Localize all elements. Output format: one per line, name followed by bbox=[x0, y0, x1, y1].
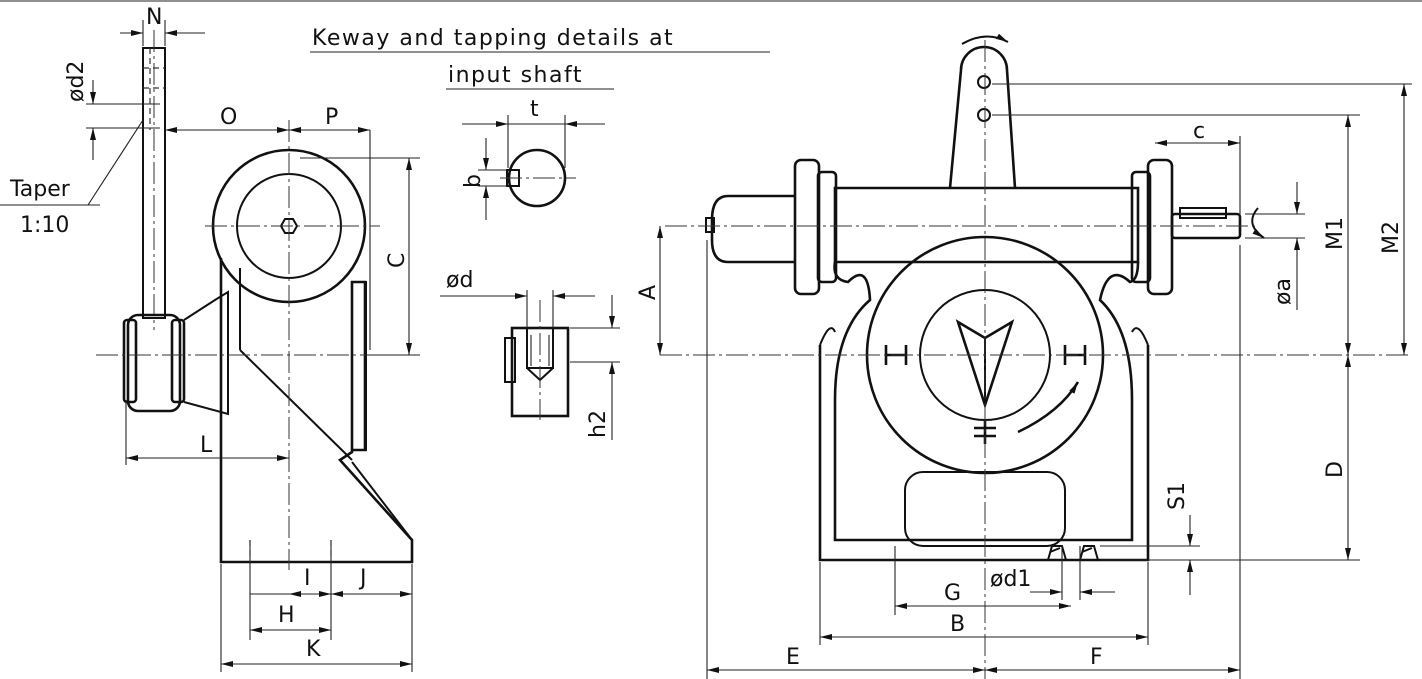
rotation-arrow-right bbox=[1251, 207, 1265, 239]
rotation-arrow-top bbox=[961, 33, 1009, 45]
dim-label-L: L bbox=[200, 433, 213, 458]
taper-label: Taper bbox=[9, 177, 71, 202]
dim-label-G: G bbox=[944, 581, 961, 606]
dim-label-A: A bbox=[636, 285, 661, 300]
dim-label-H: H bbox=[278, 603, 295, 628]
dim-label-M2: M2 bbox=[1379, 221, 1404, 254]
dim-label-E: E bbox=[786, 645, 800, 670]
dim-label-B: B bbox=[950, 612, 965, 637]
dim-label-a: øa bbox=[1271, 278, 1296, 305]
taper-shaft bbox=[142, 47, 166, 319]
shaft-hub bbox=[126, 313, 182, 413]
left-flange bbox=[793, 158, 821, 296]
front-housing-body bbox=[818, 345, 1150, 562]
dim-label-O: O bbox=[220, 105, 237, 130]
dim-label-M1: M1 bbox=[1323, 217, 1348, 250]
detail-title-line2: input shaft bbox=[448, 63, 583, 88]
dim-label-I: I bbox=[304, 566, 311, 591]
dim-label-h2: h2 bbox=[586, 410, 611, 438]
dim-label-F: F bbox=[1090, 645, 1103, 670]
side-view: N ød2 Taper 1:10 O P C L bbox=[0, 5, 420, 672]
rotation-arrow-wheel bbox=[1017, 381, 1080, 434]
keyway-detail: t b ød h2 bbox=[440, 97, 620, 440]
front-housing-top bbox=[833, 186, 1140, 264]
direction-symbol bbox=[955, 319, 1015, 410]
detail-title-line1: Keway and tapping details at bbox=[312, 26, 674, 51]
dim-label-N: N bbox=[146, 5, 162, 30]
dim-label-d: ød bbox=[446, 268, 473, 293]
dim-label-d2: ød2 bbox=[64, 61, 89, 102]
dim-label-c: c bbox=[1193, 119, 1205, 144]
output-lever bbox=[948, 45, 1017, 189]
taper-ratio-label: 1:10 bbox=[20, 213, 69, 238]
left-input-boss bbox=[710, 194, 795, 264]
dim-label-D: D bbox=[1323, 461, 1348, 478]
side-housing-body bbox=[219, 258, 414, 564]
dim-label-K: K bbox=[306, 637, 321, 662]
dim-label-J: J bbox=[358, 566, 367, 591]
right-flange bbox=[1146, 158, 1174, 296]
dim-label-P: P bbox=[325, 105, 338, 130]
dim-label-S1: S1 bbox=[1165, 482, 1190, 510]
dim-label-t: t bbox=[530, 97, 539, 122]
detail-title: Keway and tapping details at input shaft bbox=[310, 26, 770, 90]
dim-label-b: b bbox=[461, 174, 486, 188]
dim-label-C: C bbox=[385, 253, 410, 268]
dim-label-d1: ød1 bbox=[990, 567, 1031, 592]
front-view: c A øa M1 M2 D S1 ød1 bbox=[636, 33, 1412, 679]
